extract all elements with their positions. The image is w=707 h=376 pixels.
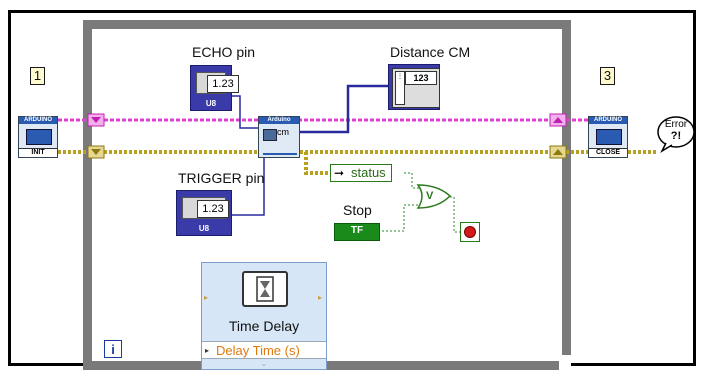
- status-label: status: [351, 165, 386, 180]
- arduino-init-vi[interactable]: ARDUINO INIT: [18, 116, 58, 158]
- chevron-right-icon: ▸: [204, 293, 209, 302]
- close-label: CLOSE: [589, 148, 627, 157]
- echo-pin-label: ECHO pin: [192, 44, 256, 60]
- close-header: ARDUINO: [589, 117, 627, 124]
- board-icon: [26, 129, 52, 145]
- stop-boolean-control[interactable]: TF: [334, 223, 380, 241]
- init-label: INIT: [19, 148, 57, 157]
- sensor-header: Arduino: [259, 117, 299, 124]
- time-delay-title: Time Delay: [228, 318, 300, 334]
- while-loop[interactable]: [83, 20, 571, 370]
- echo-pin-control[interactable]: 1.23 U8: [190, 65, 239, 111]
- loop-iteration-terminal: i: [104, 340, 122, 358]
- board-icon: [596, 129, 622, 145]
- or-gate: [416, 184, 452, 209]
- distance-cm-label: Distance CM: [390, 44, 471, 60]
- trigger-pin-value: 1.23: [197, 200, 229, 218]
- error-symbol: ?!: [670, 130, 682, 142]
- array-index: ⋮: [395, 71, 405, 105]
- hourglass-icon: [242, 271, 288, 307]
- echo-pin-value: 1.23: [207, 75, 239, 93]
- stop-label: Stop: [343, 202, 372, 218]
- time-delay-express-vi[interactable]: ▸ ▸ Time Delay ▸ Delay Time (s) ⌄: [201, 262, 327, 370]
- echo-pin-type: U8: [205, 99, 217, 108]
- expand-icon[interactable]: ⌄: [260, 359, 268, 368]
- arrow-right-icon: ➞: [334, 166, 345, 180]
- trigger-pin-control[interactable]: 1.23 U8: [176, 190, 232, 236]
- frame-number-3: 3: [600, 67, 615, 85]
- yellow-wire: [58, 150, 656, 175]
- blue-wire: [232, 95, 265, 216]
- status-unbundle[interactable]: status: [330, 164, 392, 182]
- error-text: Error: [664, 119, 688, 130]
- sensor-unit: cm: [277, 127, 289, 137]
- distance-cm-indicator[interactable]: ⋮ 123: [388, 64, 440, 110]
- speech-bubble-icon: [657, 116, 695, 153]
- chevron-right-icon: ▸: [317, 293, 322, 302]
- delay-time-input[interactable]: ▸ Delay Time (s): [202, 341, 326, 359]
- ultrasonic-sensor-vi[interactable]: Arduino cm: [258, 116, 300, 158]
- delay-time-label: Delay Time (s): [216, 343, 300, 358]
- sensor-icon: [263, 129, 277, 141]
- array-wire: [300, 84, 388, 134]
- init-header: ARDUINO: [19, 117, 57, 124]
- pulse-icon: [263, 143, 297, 155]
- trigger-pin-label: TRIGGER pin: [178, 170, 265, 186]
- caret-icon: ▸: [205, 346, 210, 355]
- stop-icon: [465, 227, 475, 237]
- array-value: 123: [405, 71, 437, 85]
- error-handler-vi[interactable]: Error ?!: [656, 115, 696, 153]
- or-symbol: V: [426, 190, 434, 202]
- arduino-close-vi[interactable]: ARDUINO CLOSE: [588, 116, 628, 158]
- frame-number-1: 1: [30, 67, 45, 85]
- trigger-pin-type: U8: [198, 224, 210, 233]
- loop-condition[interactable]: [460, 222, 480, 242]
